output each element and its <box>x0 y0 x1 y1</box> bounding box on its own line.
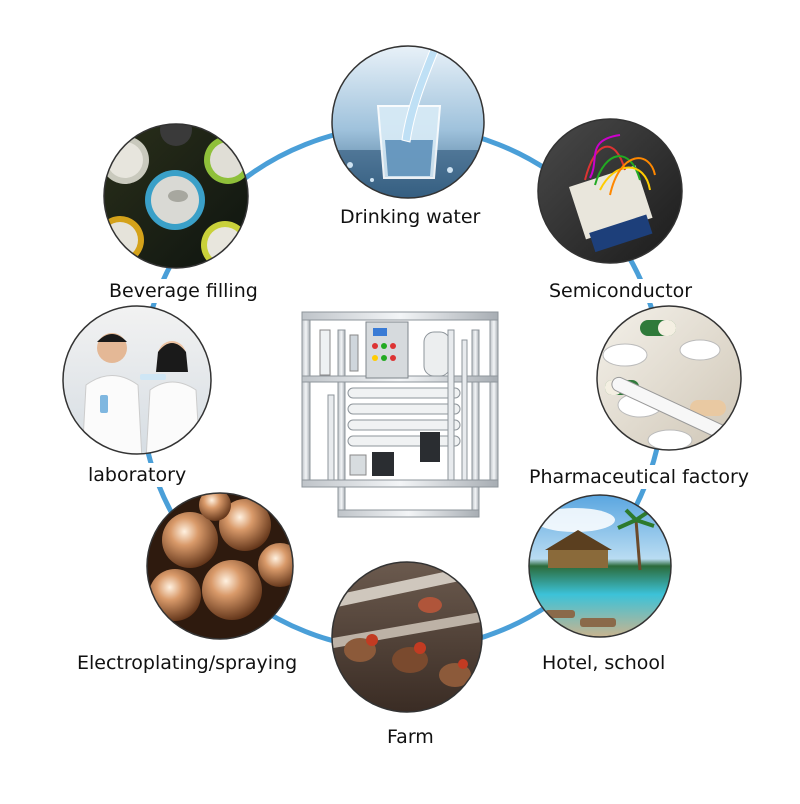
label-beverage-filling: Beverage filling <box>106 279 261 303</box>
pool-resort-icon <box>528 494 672 638</box>
scientists-icon <box>62 305 212 455</box>
metal-spheres-icon <box>146 492 294 640</box>
label-electroplating-spraying: Electroplating/spraying <box>74 651 301 675</box>
water-glass-icon <box>331 45 485 199</box>
label-laboratory: laboratory <box>85 463 190 487</box>
label-farm: Farm <box>384 725 437 749</box>
ro-water-treatment-machine-icon <box>301 311 499 518</box>
chickens-icon <box>331 561 483 713</box>
circuit-board-icon <box>537 118 683 264</box>
pills-icon <box>596 305 742 451</box>
cans-icon <box>103 123 249 269</box>
label-drinking-water: Drinking water <box>337 205 484 229</box>
label-semiconductor: Semiconductor <box>546 279 696 303</box>
label-hotel-school: Hotel, school <box>539 651 669 675</box>
label-pharmaceutical-factory: Pharmaceutical factory <box>526 465 752 489</box>
